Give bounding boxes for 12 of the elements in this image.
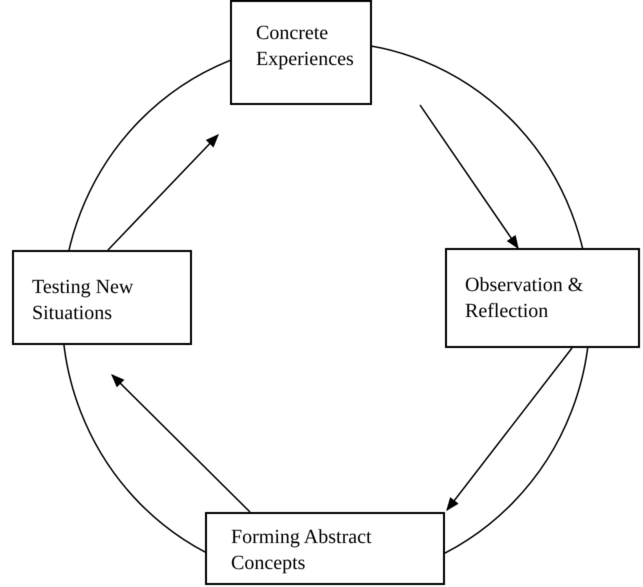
box-label: Forming Abstract Concepts: [231, 525, 373, 576]
box-label: Observation & Reflection: [465, 273, 584, 324]
arrow: [107, 134, 219, 251]
process-box: [205, 512, 445, 585]
arrow: [446, 348, 573, 512]
box-label: Concrete Experiences: [256, 21, 355, 72]
arrow: [419, 104, 519, 250]
box-label: Testing New Situations: [32, 275, 134, 326]
arrow: [111, 374, 251, 513]
process-box: [12, 250, 192, 345]
process-box: [445, 248, 640, 348]
process-box: [230, 0, 372, 105]
